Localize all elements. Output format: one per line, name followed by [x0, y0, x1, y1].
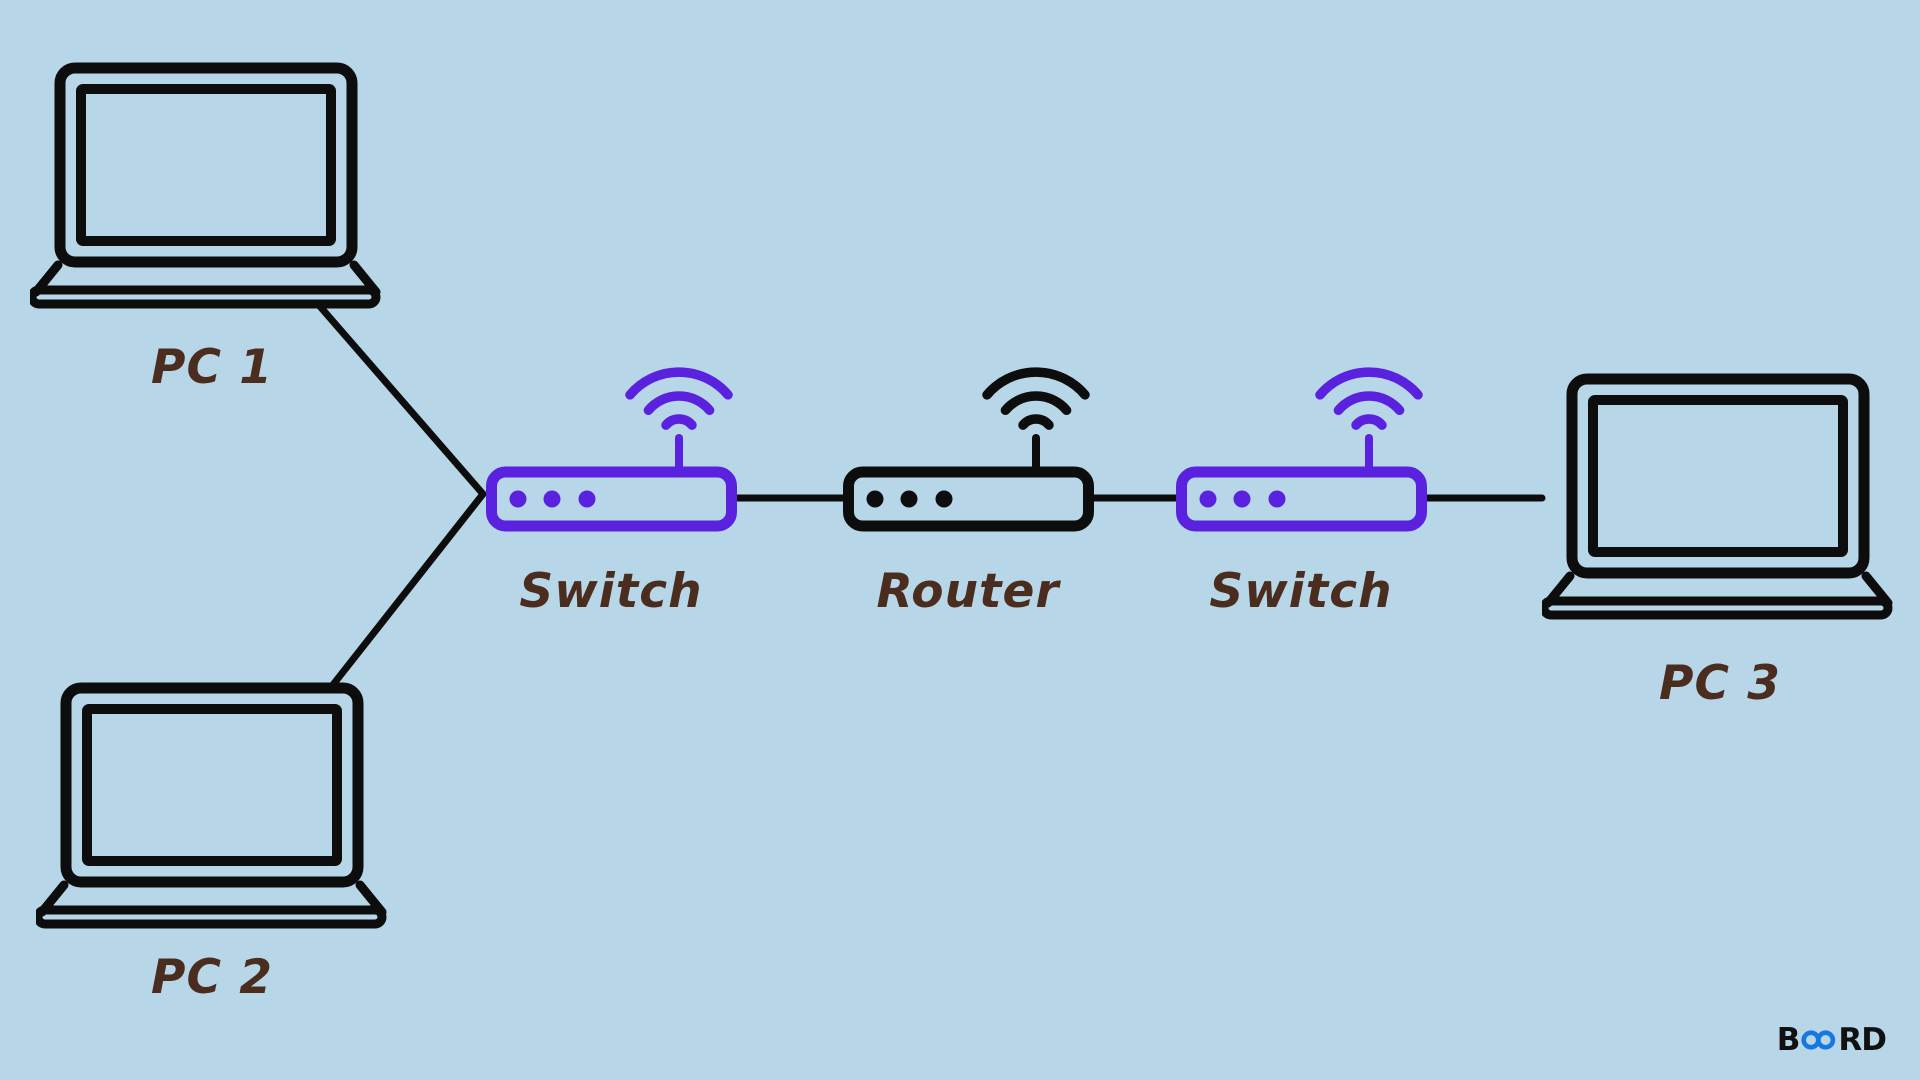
node-router [842, 322, 1096, 534]
board-logo-suffix: RD [1838, 1022, 1887, 1058]
node-switch1 [485, 322, 739, 534]
node-pc2-label: PC 2 [150, 950, 274, 1005]
wireless-switch-icon [486, 367, 737, 532]
node-pc3-label: PC 3 [1658, 656, 1782, 711]
board-logo: B RD [1776, 1022, 1887, 1058]
node-pc1 [30, 62, 382, 312]
node-switch2-label: Switch [1209, 564, 1393, 619]
node-pc1-label: PC 1 [150, 340, 274, 395]
edge-pc2-switch1 [328, 490, 487, 690]
node-router-label: Router [876, 564, 1060, 619]
laptop-icon [1542, 373, 1893, 620]
node-switch2 [1175, 322, 1429, 534]
laptop-icon [36, 682, 387, 929]
edge-pc1-switch1 [313, 299, 487, 498]
infinity-loop-icon [1801, 1027, 1836, 1053]
laptop-icon [30, 62, 381, 309]
wireless-switch-icon [1176, 367, 1427, 532]
board-logo-prefix: B [1776, 1022, 1801, 1058]
wireless-router-icon [843, 367, 1094, 532]
node-pc2 [36, 682, 388, 932]
node-switch1-label: Switch [519, 564, 703, 619]
node-pc3 [1542, 373, 1894, 623]
